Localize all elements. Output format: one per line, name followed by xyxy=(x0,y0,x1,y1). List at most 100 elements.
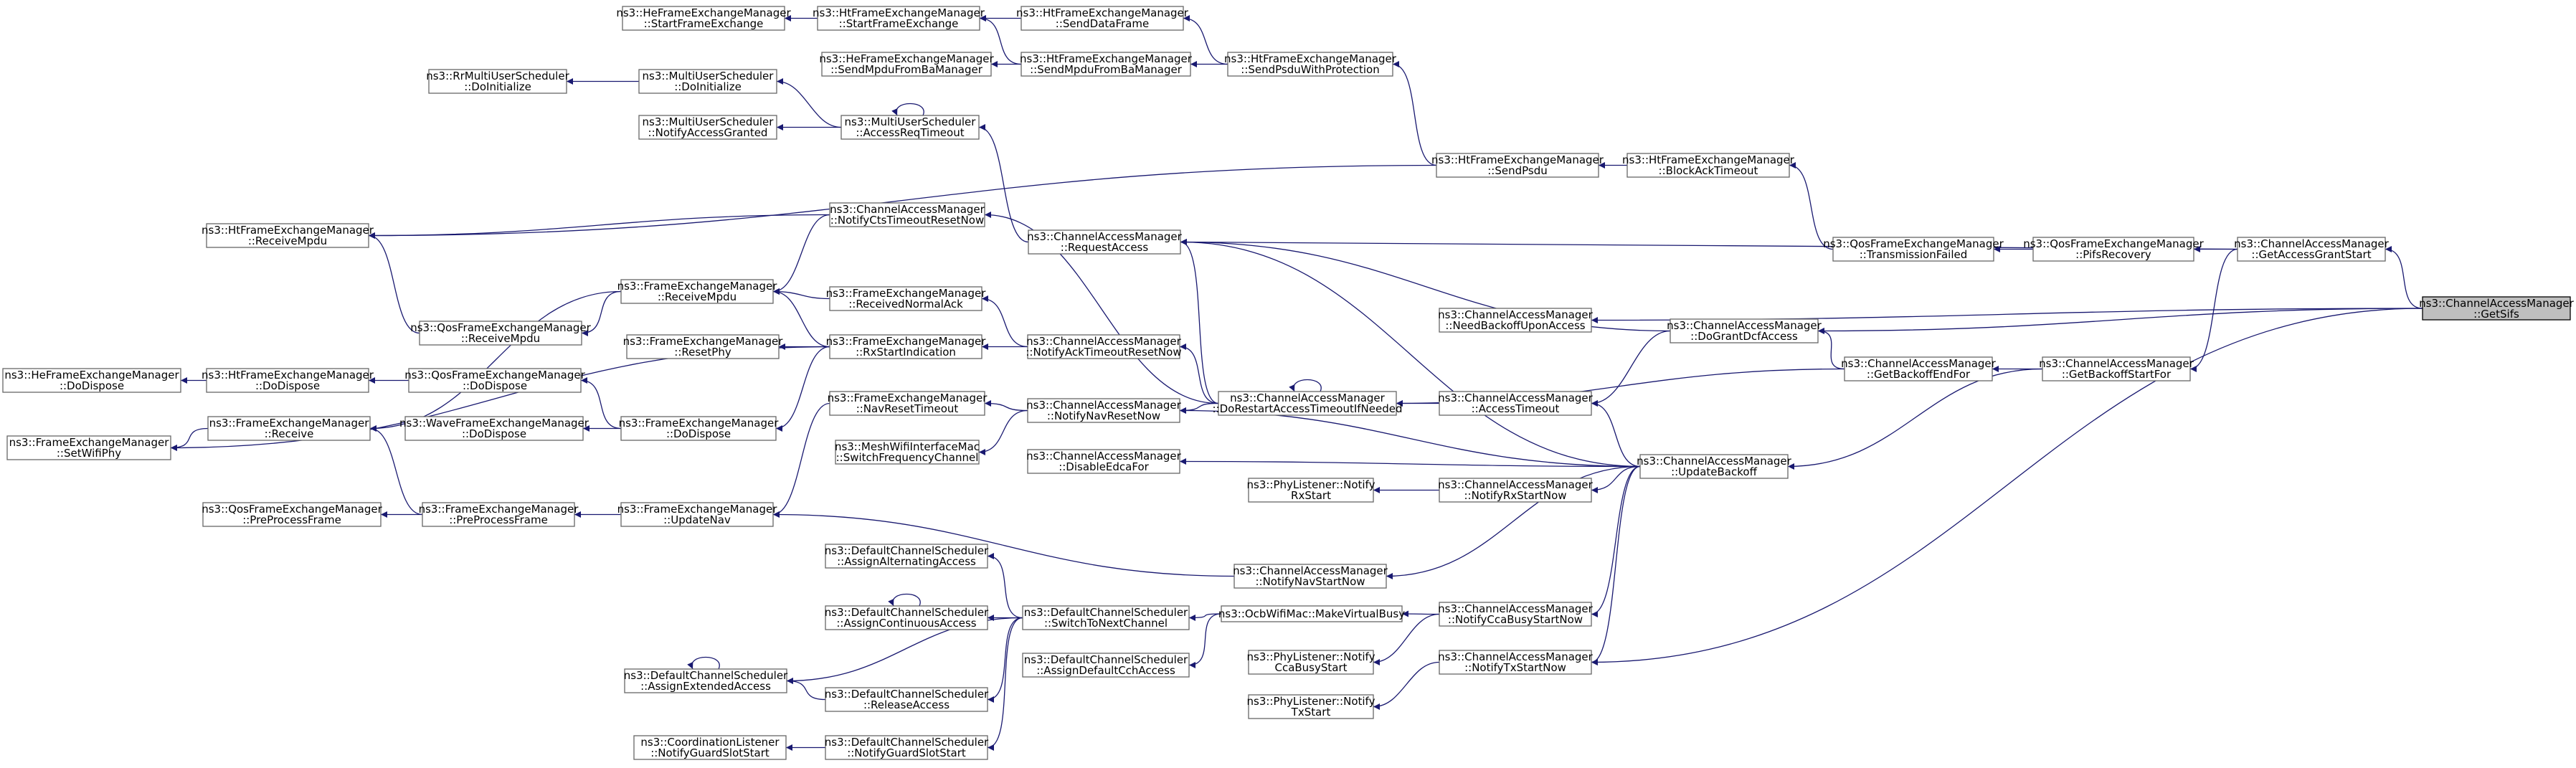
node-cam-update-backoff[interactable]: ns3::ChannelAccessManager::UpdateBackoff xyxy=(1637,454,1792,479)
node-label-line: ns3::QosFrameExchangeManager xyxy=(404,369,585,381)
node-label-line: ::AccessTimeout xyxy=(1472,402,1560,415)
node-dcs-guard[interactable]: ns3::DefaultChannelScheduler::NotifyGuar… xyxy=(825,735,989,760)
node-label-line: ::NotifyGuardSlotStart xyxy=(650,746,770,759)
node-label-line: ::SendMpduFromBaManager xyxy=(1030,63,1183,76)
node-box xyxy=(422,502,575,527)
node-box xyxy=(207,416,371,441)
node-label-line: ::DoDispose xyxy=(462,427,526,440)
node-cam-do-grant[interactable]: ns3::ChannelAccessManager::DoGrantDcfAcc… xyxy=(1667,318,1822,343)
node-fem-update-nav[interactable]: ns3::FrameExchangeManager::UpdateNav xyxy=(617,502,778,527)
node-ht-send-psdu[interactable]: ns3::HtFrameExchangeManager::SendPsdu xyxy=(1431,153,1604,178)
node-qos-tx-failed[interactable]: ns3::QosFrameExchangeManager::Transmissi… xyxy=(1823,237,2004,262)
node-cam-notify-cts[interactable]: ns3::ChannelAccessManager::NotifyCtsTime… xyxy=(829,202,985,227)
node-ht-send-psdu-prot[interactable]: ns3::HtFrameExchangeManager::SendPsduWit… xyxy=(1224,52,1397,77)
node-label-line: ns3::ChannelAccessManager xyxy=(2234,237,2389,250)
node-cam-notify-tx[interactable]: ns3::ChannelAccessManager::NotifyTxStart… xyxy=(1438,650,1594,675)
node-label-line: ::RxStartIndication xyxy=(856,346,956,359)
node-dcs-switch[interactable]: ns3::DefaultChannelScheduler::SwitchToNe… xyxy=(1022,605,1190,630)
node-label-line: ns3::ChannelAccessManager xyxy=(1667,319,1822,332)
node-ht-block-ack[interactable]: ns3::HtFrameExchangeManager::BlockAckTim… xyxy=(1622,153,1795,178)
node-fem-rx-start[interactable]: ns3::FrameExchangeManager::RxStartIndica… xyxy=(826,334,987,359)
node-dcs-alternating[interactable]: ns3::DefaultChannelScheduler::AssignAlte… xyxy=(825,544,989,569)
node-phy-tx[interactable]: ns3::PhyListener::NotifyTxStart xyxy=(1247,694,1375,719)
node-mu-do-init[interactable]: ns3::MultiUserScheduler::DoInitialize xyxy=(638,69,777,94)
node-dcs-release[interactable]: ns3::DefaultChannelScheduler::ReleaseAcc… xyxy=(825,687,989,712)
call-edge xyxy=(580,377,622,430)
node-fem-recv-normal-ack[interactable]: ns3::FrameExchangeManager::ReceivedNorma… xyxy=(826,286,987,311)
node-cam-disable-edca[interactable]: ns3::ChannelAccessManager::DisableEdcaFo… xyxy=(1026,449,1182,474)
node-label-line: ::DoDispose xyxy=(666,427,731,440)
node-fem-reset-phy[interactable]: ns3::FrameExchangeManager::ResetPhy xyxy=(623,334,784,359)
node-dcs-default-cch[interactable]: ns3::DefaultChannelScheduler::AssignDefa… xyxy=(1022,653,1190,678)
node-label-line: ns3::RrMultiUserScheduler xyxy=(426,70,569,82)
node-cam-request[interactable]: ns3::ChannelAccessManager::RequestAccess xyxy=(1027,229,1183,255)
call-edge xyxy=(984,400,1028,412)
node-fem-recv-mpdu[interactable]: ns3::FrameExchangeManager::ReceiveMpdu xyxy=(617,279,778,304)
node-label-line: ::DoGrantDcfAccess xyxy=(1690,330,1798,343)
node-ht-send-data[interactable]: ns3::HtFrameExchangeManager::SendDataFra… xyxy=(1016,6,1189,31)
node-cam-notify-nav-reset[interactable]: ns3::ChannelAccessManager::NotifyNavRese… xyxy=(1026,398,1182,423)
node-label-line: ns3::ChannelAccessManager xyxy=(1233,564,1388,577)
node-ht-do-dispose[interactable]: ns3::HtFrameExchangeManager::DoDispose xyxy=(202,368,374,393)
node-fem-pre-process[interactable]: ns3::FrameExchangeManager::PreProcessFra… xyxy=(419,502,579,527)
node-label-line: ns3::FrameExchangeManager xyxy=(209,417,370,430)
node-fem-do-dispose[interactable]: ns3::FrameExchangeManager::DoDispose xyxy=(619,416,780,441)
call-edge xyxy=(979,15,1022,65)
node-ht-start[interactable]: ns3::HtFrameExchangeManager::StartFrameE… xyxy=(813,6,985,31)
node-dcs-continuous[interactable]: ns3::DefaultChannelScheduler::AssignCont… xyxy=(825,605,989,630)
node-box xyxy=(206,223,369,248)
node-cam-notify-rx[interactable]: ns3::ChannelAccessManager::NotifyRxStart… xyxy=(1438,478,1594,503)
node-cam-backoff-start[interactable]: ns3::ChannelAccessManager::GetBackoffSta… xyxy=(2039,356,2194,381)
node-mesh-switch[interactable]: ns3::MeshWifiInterfaceMac::SwitchFrequen… xyxy=(835,440,980,465)
node-label-line: ns3::ChannelAccessManager xyxy=(830,203,985,216)
node-box xyxy=(1832,237,1994,262)
node-ht-send-mpdu[interactable]: ns3::HtFrameExchangeManager::SendMpduFro… xyxy=(1020,52,1193,77)
node-label-line: TxStart xyxy=(1291,706,1331,719)
node-he-do-dispose[interactable]: ns3::HeFrameExchangeManager::DoDispose xyxy=(2,368,181,393)
call-edge xyxy=(786,678,826,701)
node-label-line: ns3::HeFrameExchangeManager xyxy=(616,6,791,19)
node-rr-do-init[interactable]: ns3::RrMultiUserScheduler::DoInitialize xyxy=(426,69,570,94)
node-qos-pre-process[interactable]: ns3::QosFrameExchangeManager::PreProcess… xyxy=(202,502,383,527)
node-cam-notify-ack[interactable]: ns3::ChannelAccessManager::NotifyAckTime… xyxy=(1026,334,1182,359)
node-box xyxy=(1021,52,1191,77)
node-cam-notify-nav-start[interactable]: ns3::ChannelAccessManager::NotifyNavStar… xyxy=(1233,564,1388,589)
node-qos-recv-mpdu[interactable]: ns3::QosFrameExchangeManager::ReceiveMpd… xyxy=(410,321,592,346)
call-edge xyxy=(1817,308,2423,334)
node-fem-set-wifi-phy[interactable]: ns3::FrameExchangeManager::SetWifiPhy xyxy=(6,435,171,460)
node-he-send-mpdu[interactable]: ns3::HeFrameExchangeManager::SendMpduFro… xyxy=(819,52,994,77)
node-getsifs: ns3::ChannelAccessManager::GetSifs xyxy=(2419,296,2575,321)
node-phy-cca[interactable]: ns3::PhyListener::NotifyCcaBusyStart xyxy=(1247,650,1375,675)
node-coord-guard[interactable]: ns3::CoordinationListener::NotifyGuardSl… xyxy=(633,735,787,760)
node-qos-do-dispose[interactable]: ns3::QosFrameExchangeManager::DoDispose xyxy=(404,368,586,393)
node-wave-do-dispose[interactable]: ns3::WaveFrameExchangeManager::DoDispose xyxy=(399,416,589,441)
node-cam-grant-start[interactable]: ns3::ChannelAccessManager::GetAccessGran… xyxy=(2234,237,2390,262)
node-mu-notify[interactable]: ns3::MultiUserScheduler::NotifyAccessGra… xyxy=(638,115,777,140)
node-box xyxy=(620,502,774,527)
node-ht-recv-mpdu[interactable]: ns3::HtFrameExchangeManager::ReceiveMpdu xyxy=(202,223,374,248)
node-label-line: ::GetSifs xyxy=(2473,308,2519,321)
call-edge xyxy=(987,617,1023,703)
node-ocb-virtual-busy[interactable]: ns3::OcbWifiMac::MakeVirtualBusy xyxy=(1218,605,1405,622)
node-cam-access-timeout[interactable]: ns3::ChannelAccessManager::AccessTimeout xyxy=(1438,391,1594,416)
node-label-line: ::StartFrameExchange xyxy=(839,17,959,30)
node-fem-receive[interactable]: ns3::FrameExchangeManager::Receive xyxy=(207,416,371,441)
node-phy-rx-start[interactable]: ns3::PhyListener::NotifyRxStart xyxy=(1247,478,1375,503)
node-cam-do-restart[interactable]: ns3::ChannelAccessManager::DoRestartAcce… xyxy=(1212,391,1403,416)
node-cam-backoff-end[interactable]: ns3::ChannelAccessManager::GetBackoffEnd… xyxy=(1841,356,1997,381)
node-label-line: ns3::DefaultChannelScheduler xyxy=(1024,606,1188,619)
call-edge xyxy=(1401,610,1440,617)
node-cam-notify-cca[interactable]: ns3::ChannelAccessManager::NotifyCcaBusy… xyxy=(1438,602,1594,627)
node-box xyxy=(840,115,980,140)
node-dcs-extended[interactable]: ns3::DefaultChannelScheduler::AssignExte… xyxy=(624,668,788,693)
node-he-start[interactable]: ns3::HeFrameExchangeManager::StartFrameE… xyxy=(616,6,791,31)
node-mu-access-req[interactable]: ns3::MultiUserScheduler::AccessReqTimeou… xyxy=(840,115,980,140)
node-box xyxy=(1027,449,1180,474)
node-qos-pifs[interactable]: ns3::QosFrameExchangeManager::PifsRecove… xyxy=(2023,237,2205,262)
node-label-line: ::DoDispose xyxy=(463,379,527,392)
node-fem-nav-reset[interactable]: ns3::FrameExchangeManager::NavResetTimeo… xyxy=(828,391,988,416)
node-label-line: ns3::PhyListener::Notify xyxy=(1247,478,1375,491)
node-box xyxy=(829,391,985,416)
node-cam-need-backoff[interactable]: ns3::ChannelAccessManager::NeedBackoffUp… xyxy=(1438,308,1594,333)
